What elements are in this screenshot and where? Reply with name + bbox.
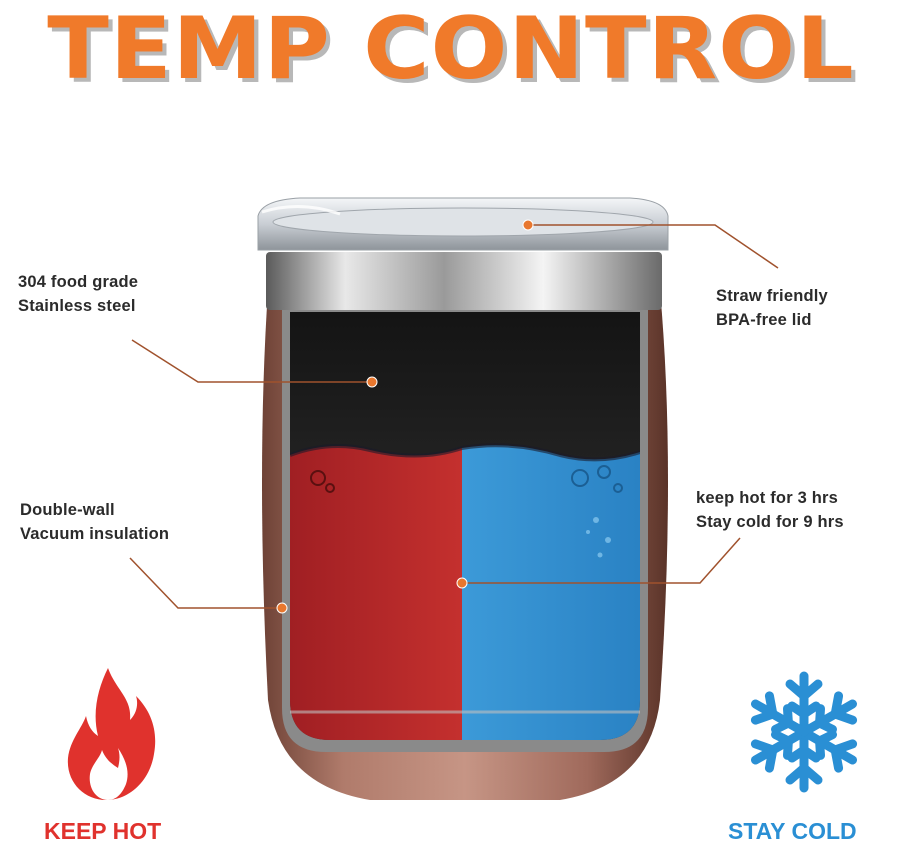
leader-lines [129, 224, 779, 609]
keep-hot-label: KEEP HOT [44, 818, 162, 844]
cold-liquid [462, 445, 640, 740]
snowflake-icon [749, 671, 860, 788]
flame-icon [67, 668, 156, 800]
callout-insulation-line1: Double-wall [20, 501, 115, 519]
callout-steel: 304 food grade Stainless steel [18, 270, 138, 318]
callout-lid: Straw friendly BPA-free lid [716, 284, 828, 332]
callout-temp: keep hot for 3 hrs Stay cold for 9 hrs [696, 486, 844, 534]
page-title: TEMP CONTROL [47, 0, 855, 99]
callout-temp-line2: Stay cold for 9 hrs [696, 513, 844, 531]
callout-steel-line1: 304 food grade [18, 273, 139, 291]
callout-insulation-line2: Vacuum insulation [20, 525, 170, 543]
callout-steel-line2: Stainless steel [18, 297, 136, 315]
hot-liquid [290, 446, 462, 740]
callout-lid-line1: Straw friendly [716, 287, 828, 305]
callout-insulation: Double-wall Vacuum insulation [20, 498, 169, 546]
stay-cold-label: STAY COLD [728, 818, 857, 844]
callout-lid-line2: BPA-free lid [716, 311, 812, 329]
callout-temp-line1: keep hot for 3 hrs [696, 489, 839, 507]
steel-rim [266, 252, 662, 310]
